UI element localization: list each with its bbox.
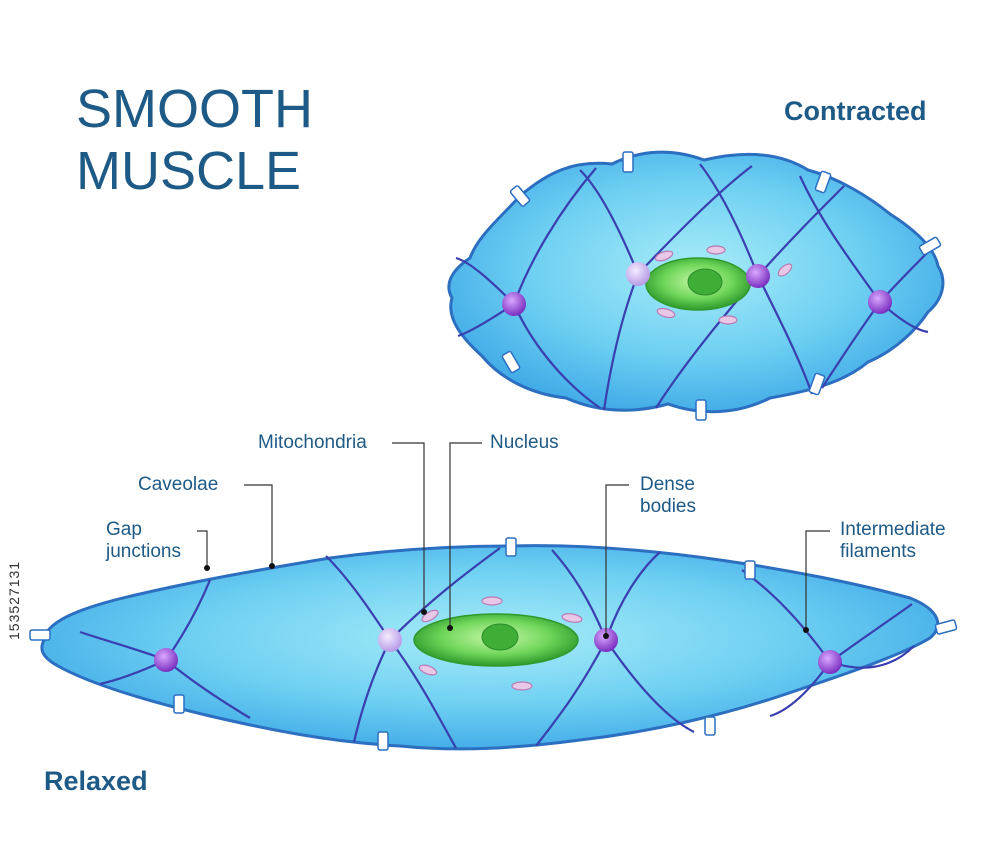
contracted-cell xyxy=(447,150,945,421)
relaxed-cell xyxy=(29,537,958,751)
contracted-dense-bodies xyxy=(502,262,892,316)
relaxed-mitochondria xyxy=(418,596,583,691)
intermediate-filaments-label: Intermediate filaments xyxy=(840,519,946,563)
relaxed-gap-junctions xyxy=(29,537,958,751)
nucleus-label: Nucleus xyxy=(490,432,559,453)
relaxed-dense-bodies xyxy=(154,628,842,674)
relaxed-nucleolus xyxy=(481,623,519,651)
contracted-filaments xyxy=(455,163,931,411)
caveolae-leader xyxy=(244,484,273,566)
caveolae-label: Caveolae xyxy=(138,474,219,495)
dense-bodies-label: Dense bodies xyxy=(640,474,696,518)
relaxed-label: Relaxed xyxy=(44,766,148,796)
contracted-nucleolus xyxy=(687,268,723,296)
mitochondria-leader xyxy=(392,442,425,612)
dense-bodies-line-2: bodies xyxy=(640,496,696,517)
page-title: SMOOTH MUSCLE xyxy=(76,78,313,202)
contracted-mitochondria xyxy=(654,245,793,325)
intermediate-filaments-leader xyxy=(805,530,830,630)
gap-junctions-line-2: junctions xyxy=(106,541,181,562)
dense-bodies-line-1: Dense xyxy=(640,474,695,495)
callout-dots xyxy=(204,563,809,639)
gap-junctions-label: Gap junctions xyxy=(106,519,181,563)
gap-junctions-leader xyxy=(197,530,208,568)
gap-junctions-line-1: Gap xyxy=(106,519,142,540)
contracted-label: Contracted xyxy=(784,96,927,126)
intermediate-filaments-line-1: Intermediate xyxy=(840,519,946,540)
nucleus-leader xyxy=(449,442,482,628)
side-code: 153527131 xyxy=(6,560,22,640)
title-line-2: MUSCLE xyxy=(76,141,302,201)
intermediate-filaments-line-2: filaments xyxy=(840,541,917,562)
title-line-1: SMOOTH xyxy=(76,79,313,139)
dense-bodies-leader xyxy=(605,484,629,636)
callout-leaders xyxy=(197,442,830,636)
mitochondria-label: Mitochondria xyxy=(258,432,367,453)
contracted-gap-junctions xyxy=(501,151,942,421)
